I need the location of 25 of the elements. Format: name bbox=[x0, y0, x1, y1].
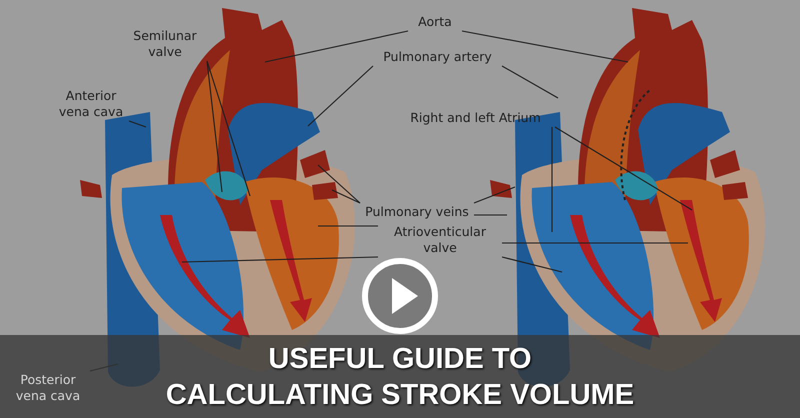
part-label: Semilunar valve bbox=[125, 28, 205, 60]
leader-line bbox=[554, 126, 692, 210]
part-label: Anterior vena cava bbox=[55, 88, 127, 120]
leader-line bbox=[308, 66, 374, 126]
leader-line bbox=[206, 60, 223, 192]
leader-line bbox=[182, 256, 378, 263]
part-label: Atrioventicular valve bbox=[380, 224, 500, 256]
leader-line bbox=[264, 30, 408, 63]
leader-line bbox=[318, 164, 360, 204]
leader-line bbox=[462, 30, 628, 63]
leader-line bbox=[206, 60, 251, 196]
part-label: Posterior vena cava bbox=[8, 372, 88, 404]
leader-line bbox=[332, 190, 360, 204]
part-label: Pulmonary veins bbox=[362, 204, 472, 220]
leader-line bbox=[502, 256, 562, 273]
video-title: USEFUL GUIDE TO CALCULATING STROKE VOLUME bbox=[164, 342, 636, 413]
leader-line bbox=[551, 127, 553, 232]
leader-line bbox=[474, 186, 516, 204]
part-label: Aorta bbox=[410, 14, 460, 30]
leader-line bbox=[128, 120, 146, 128]
leader-line bbox=[502, 242, 688, 244]
leader-line bbox=[502, 66, 558, 98]
part-label: Pulmonary artery bbox=[375, 49, 500, 65]
leader-line bbox=[318, 225, 378, 227]
leader-line bbox=[474, 214, 507, 216]
